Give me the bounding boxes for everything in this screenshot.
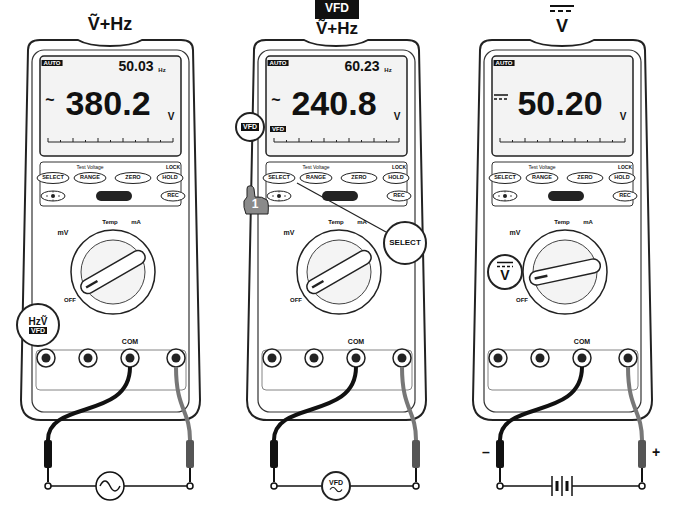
display-reading: 380.2 xyxy=(65,86,150,120)
mode-badge: VFD xyxy=(315,0,359,19)
node-text: VFD xyxy=(325,2,349,15)
callout-circle: VFD xyxy=(235,112,265,142)
polarity-sign: + xyxy=(652,445,660,459)
display-reading: V xyxy=(394,112,401,122)
multimeter xyxy=(473,40,652,420)
display-reading: ~ xyxy=(45,92,54,108)
meter-label: mV xyxy=(284,229,295,236)
node-text: SELECT xyxy=(389,239,421,248)
multimeter xyxy=(21,40,200,420)
meter-label: RANGE xyxy=(306,175,326,181)
rotary-knob xyxy=(78,248,147,296)
node-text: VFD xyxy=(241,123,259,131)
dc-line xyxy=(497,262,513,264)
meter-label: Temp xyxy=(102,219,118,225)
mode-heading: Ṽ+Hz xyxy=(88,15,133,33)
meter-label: Temp xyxy=(554,219,570,225)
meter-label: REC xyxy=(619,193,631,199)
display-reading: Hz xyxy=(384,67,391,73)
dc-display-symbol xyxy=(494,95,508,99)
test-leads xyxy=(48,367,642,440)
callout-circle: HzṼVFD xyxy=(16,303,60,347)
meter-label: mA xyxy=(131,219,141,225)
meter-label: mV xyxy=(510,229,521,236)
ac-source-symbol xyxy=(96,472,124,500)
vfd-source-symbol: VFD xyxy=(321,471,351,501)
meter-label: LOCK xyxy=(618,165,632,170)
meter-label: OFF xyxy=(64,297,76,303)
node-text: VFD xyxy=(29,327,47,335)
meter-label: mV xyxy=(58,229,69,236)
display-reading: 50.03 xyxy=(118,59,153,73)
meter-label: COM xyxy=(348,338,364,345)
rotary-knob xyxy=(528,258,601,287)
rotary-knob xyxy=(304,248,373,296)
meter-label: LOCK xyxy=(166,165,180,170)
meter-label: Test Voltage xyxy=(302,165,329,170)
meter-label: OFF xyxy=(516,297,528,303)
meter-label: Test Voltage xyxy=(76,165,103,170)
meter-label: ZERO xyxy=(125,175,140,181)
display-reading: V xyxy=(168,112,175,122)
display-reading: 50.20 xyxy=(517,86,602,120)
meter-label: SELECT xyxy=(42,175,64,181)
display-reading: 60.23 xyxy=(344,59,379,73)
meter-label: REC xyxy=(167,193,179,199)
display-reading: AUTO xyxy=(42,60,63,66)
finger-outline xyxy=(244,186,269,214)
dc-symbol xyxy=(550,6,574,11)
mode-heading: Ṽ+Hz xyxy=(316,20,358,37)
dc-symbol xyxy=(497,261,513,268)
meter-label: ZERO xyxy=(351,175,366,181)
step-finger: 1 xyxy=(240,185,270,215)
meter-label: HOLD xyxy=(614,175,630,181)
callout-circle: SELECT xyxy=(383,221,427,265)
meter-label: HOLD xyxy=(162,175,178,181)
meter-label: REC xyxy=(393,193,405,199)
display-reading: V xyxy=(620,112,627,122)
sine-symbol xyxy=(329,486,343,493)
meter-label: OFF xyxy=(290,297,302,303)
display-reading: 240.8 xyxy=(291,86,376,120)
display-reading: AUTO xyxy=(268,60,289,66)
node-text: V xyxy=(500,268,509,283)
meter-label: RANGE xyxy=(532,175,552,181)
display-reading: AUTO xyxy=(494,60,515,66)
display-reading: ~ xyxy=(271,92,280,108)
display-reading: Hz xyxy=(158,67,165,73)
meter-label: COM xyxy=(122,338,138,345)
mode-heading: V xyxy=(556,17,568,35)
meter-label: ZERO xyxy=(577,175,592,181)
polarity-sign: – xyxy=(482,445,490,459)
display-reading: VFD xyxy=(270,126,286,132)
node-text: VFD xyxy=(329,479,343,487)
meter-label: Temp xyxy=(328,219,344,225)
leader-line xyxy=(297,183,386,232)
meter-label: Test Voltage xyxy=(528,165,555,170)
sine-wave xyxy=(330,488,342,493)
meter-label: SELECT xyxy=(268,175,290,181)
node-text: HzṼ xyxy=(29,316,48,327)
meter-label: COM xyxy=(574,338,590,345)
battery-symbol xyxy=(552,476,572,496)
meter-label: SELECT xyxy=(494,175,516,181)
meter-label: LOCK xyxy=(392,165,406,170)
meter-label: HOLD xyxy=(388,175,404,181)
node-text: 1 xyxy=(252,198,259,211)
meter-label: RANGE xyxy=(80,175,100,181)
callout-circle: V xyxy=(487,254,523,290)
meter-label: mA xyxy=(583,219,593,225)
multimeter xyxy=(247,40,426,420)
meter-label: mA xyxy=(357,219,367,225)
